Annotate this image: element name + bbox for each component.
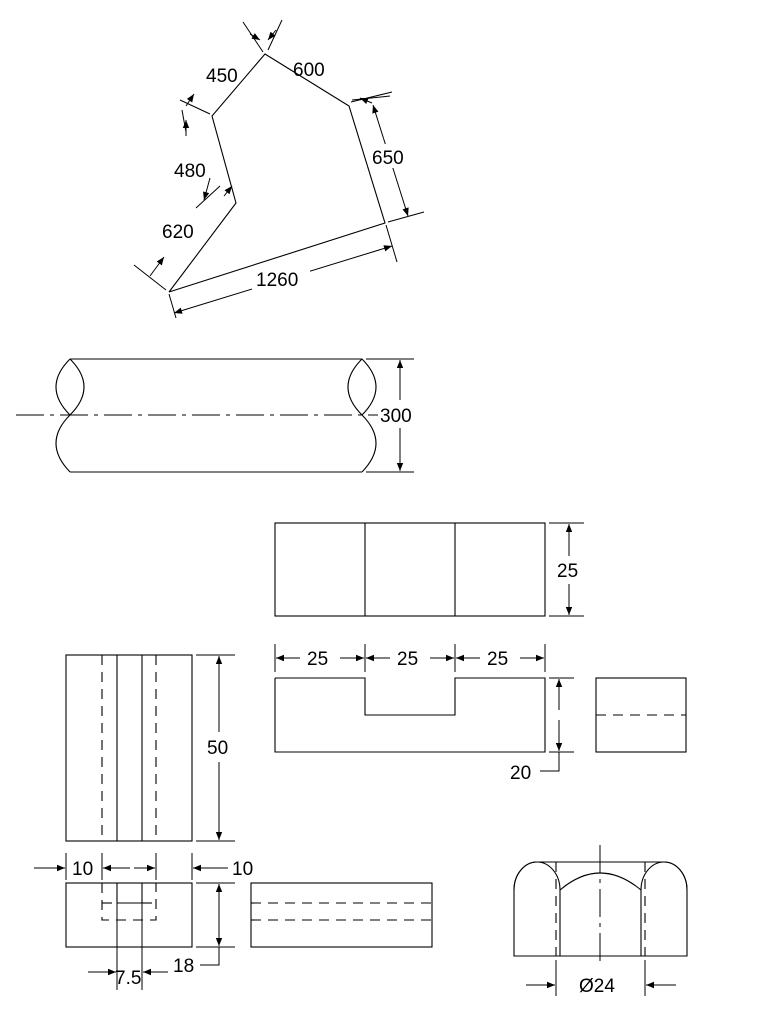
polygon-outline: [168, 53, 386, 293]
dim-450-line-b: [249, 33, 261, 41]
dim-20-label: 20: [510, 763, 531, 784]
dim-50-label: 50: [207, 738, 228, 759]
side-bar-view: [250, 882, 433, 948]
dim-600-extension-b: [351, 95, 391, 101]
dim-25-height-label: 25: [557, 561, 578, 582]
dim-600-label: 600: [293, 60, 325, 81]
side-bar-outline: [250, 882, 433, 948]
dim-620-line-b: [223, 185, 233, 197]
dim-1260-extension-left: [168, 293, 177, 319]
rounded-block-view: Ø24: [513, 845, 688, 997]
dim-1260-extension-right: [385, 224, 398, 263]
dim-7-5-label: 7.5: [115, 968, 141, 989]
top-view-block: 25: [274, 522, 584, 617]
front-view-block: 25 25 25 20: [274, 644, 574, 784]
t-slot-hidden-profile: [101, 883, 157, 921]
dim-width-a-label: 25: [307, 649, 328, 670]
t-slot-visible-profile: [116, 883, 143, 904]
dim-width-c-label: 25: [487, 649, 508, 670]
side-view-block: [595, 677, 687, 753]
dim-10-left-label: 10: [72, 859, 93, 880]
dim-width-b-label: 25: [397, 649, 418, 670]
dim-600-arrow-a: [267, 29, 277, 41]
polygon-view: 450 600 480 650 620 1260: [133, 19, 425, 319]
dim-620-line: [149, 256, 165, 277]
dim-10-right-label: 10: [232, 859, 253, 880]
top-block-outline: [274, 522, 546, 617]
dim-650-label-bg: [370, 144, 412, 168]
dim-480-arrow-b: [203, 177, 211, 201]
rounded-block-left-cap: [513, 861, 561, 956]
dim-650-extension-bottom: [387, 211, 425, 223]
front-block-outline: [274, 677, 546, 753]
dim-dia-label: Ø24: [579, 976, 615, 997]
dim-450-line: [185, 93, 195, 107]
dim-20-leader: [540, 752, 560, 772]
dim-620-extension: [133, 264, 167, 291]
dim-450-extension-b: [242, 21, 264, 53]
dim-1260-label: 1260: [256, 270, 298, 291]
tall-block-view: 50: [65, 654, 235, 842]
dim-450-label: 450: [206, 66, 238, 87]
dim-300-label: 300: [380, 406, 412, 427]
dim-18-leader: [200, 947, 220, 966]
dim-600-extension: [267, 19, 283, 51]
shaft-view: 300: [16, 358, 414, 473]
dim-650-extension-top: [350, 91, 393, 103]
dim-450-extension: [179, 99, 211, 115]
dim-1260-label-bg: [252, 266, 310, 290]
tall-block-outline: [65, 654, 193, 842]
dim-18-label: 18: [173, 956, 194, 977]
dim-620-label: 620: [162, 222, 194, 243]
dim-480-extension: [181, 109, 187, 133]
dim-650-label: 650: [372, 148, 404, 169]
t-slot-block-outline: [65, 882, 193, 948]
t-slot-block-view: 10 10 18 7.5: [34, 853, 253, 990]
dim-480-label: 480: [174, 161, 206, 182]
rounded-block-right-cap: [640, 861, 688, 956]
dim-480-tick: [195, 185, 221, 209]
